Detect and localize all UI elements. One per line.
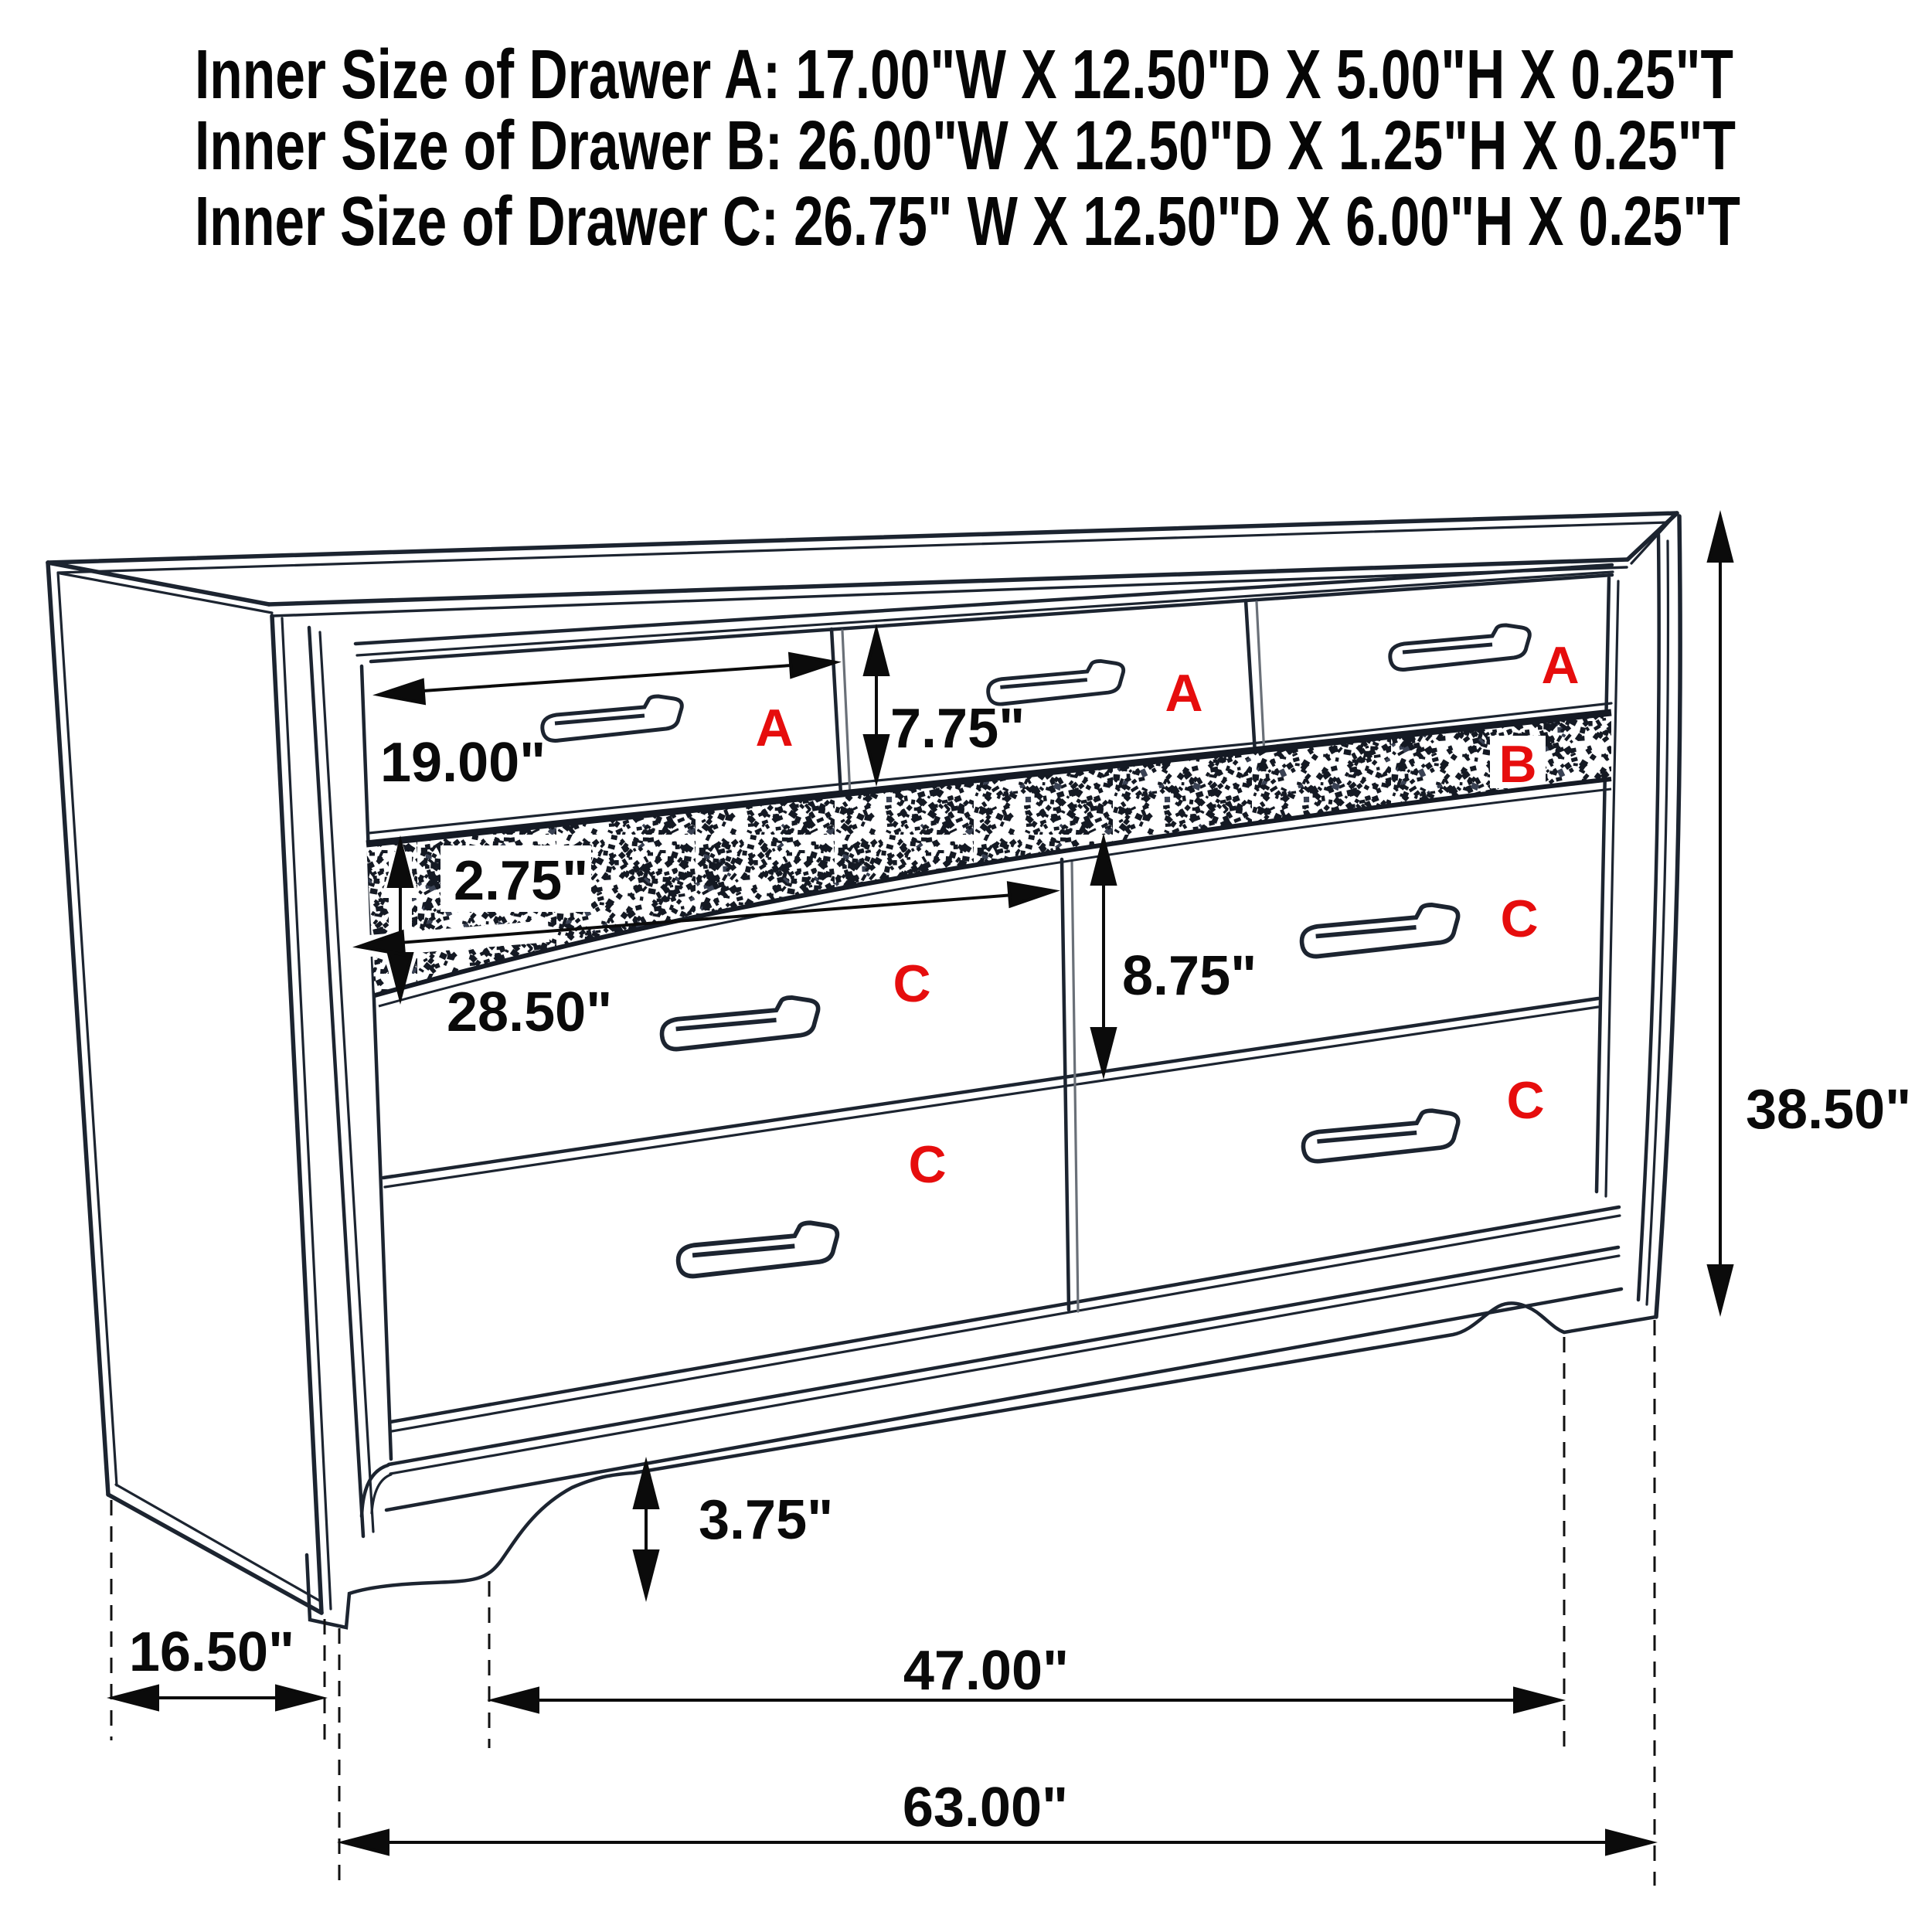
svg-text:16.50": 16.50" <box>129 1621 294 1683</box>
svg-text:Inner Size of Drawer A: 17.00": Inner Size of Drawer A: 17.00"W X 12.50"… <box>195 36 1733 114</box>
svg-text:7.75": 7.75" <box>890 698 1025 760</box>
svg-text:C: C <box>1500 889 1538 948</box>
svg-text:8.75": 8.75" <box>1122 945 1257 1007</box>
svg-text:Inner Size of Drawer C: 26.75": Inner Size of Drawer C: 26.75" W X 12.50… <box>195 183 1740 260</box>
svg-text:63.00": 63.00" <box>903 1777 1068 1838</box>
svg-text:38.50": 38.50" <box>1746 1079 1911 1141</box>
svg-text:A: A <box>1165 664 1202 723</box>
svg-text:C: C <box>1506 1071 1544 1130</box>
svg-text:3.75": 3.75" <box>699 1489 833 1551</box>
svg-text:Inner Size of Drawer B: 26.00": Inner Size of Drawer B: 26.00"W X 12.50"… <box>195 107 1736 185</box>
svg-text:47.00": 47.00" <box>903 1640 1069 1702</box>
svg-text:19.00": 19.00" <box>380 732 546 794</box>
svg-text:A: A <box>755 699 793 757</box>
svg-text:2.75": 2.75" <box>454 850 588 912</box>
svg-text:A: A <box>1541 636 1579 695</box>
svg-text:28.50": 28.50" <box>447 981 612 1043</box>
svg-text:C: C <box>908 1135 946 1194</box>
svg-text:C: C <box>893 954 930 1013</box>
svg-text:B: B <box>1498 735 1536 794</box>
